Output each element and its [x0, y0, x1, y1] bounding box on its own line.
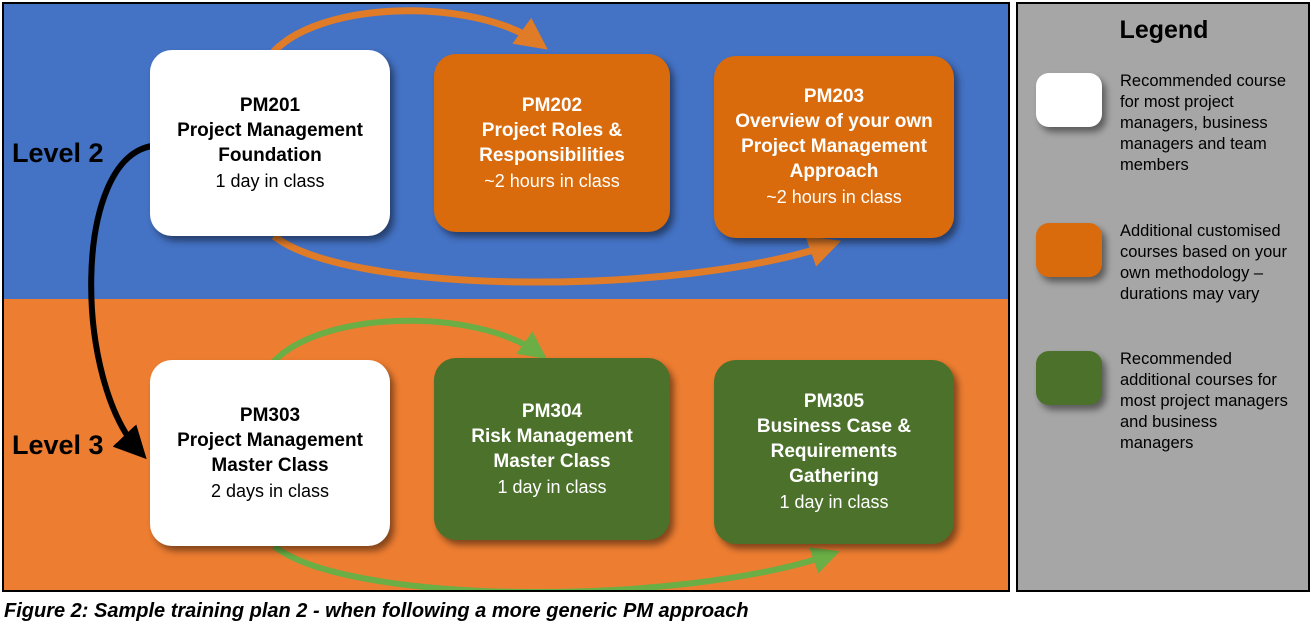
legend-item-text: Additional customised courses based on y… — [1120, 221, 1287, 303]
course-title: Risk Management Master Class — [471, 425, 633, 472]
course-title: Project Roles & Responsibilities — [479, 119, 625, 166]
legend-item-text: Recommended course for most project mana… — [1120, 72, 1286, 175]
course-title: Overview of your own Project Management … — [735, 111, 933, 183]
course-code: PM202 — [521, 94, 583, 116]
level3-label: Level 3 — [12, 430, 104, 460]
course-pm203: PM203 Overview of your own Project Manag… — [714, 56, 954, 238]
training-plan-diagram: Level 2 Level 3 PM201 Project Management… — [2, 2, 1010, 592]
course-duration: ~2 hours in class — [484, 170, 620, 191]
course-duration: 1 day in class — [779, 492, 889, 513]
course-code: PM203 — [803, 85, 865, 107]
course-pm202: PM202 Project Roles & Responsibilities ~… — [434, 54, 670, 232]
course-title: Project Management Foundation — [177, 119, 363, 166]
figure-caption: Figure 2: Sample training plan 2 - when … — [4, 600, 749, 622]
green-course-swatch — [1036, 350, 1102, 405]
legend-panel: Legend Recommended course for most proje… — [1016, 2, 1310, 592]
orange-course-swatch — [1036, 222, 1102, 277]
course-title: Business Case & Requirements Gathering — [756, 416, 912, 488]
course-pm303: PM303 Project Management Master Class 2 … — [150, 360, 390, 546]
legend-item-white: Recommended course for most project mana… — [1036, 71, 1292, 177]
course-pm305: PM305 Business Case & Requirements Gathe… — [714, 360, 954, 544]
legend-item-orange: Additional customised courses based on y… — [1036, 221, 1292, 305]
course-title: Project Management Master Class — [177, 429, 363, 476]
course-pm201: PM201 Project Management Foundation 1 da… — [150, 50, 390, 236]
course-code: PM304 — [521, 400, 583, 422]
legend-title: Legend — [1119, 16, 1209, 44]
white-course-swatch — [1036, 73, 1102, 127]
course-code: PM201 — [239, 94, 301, 116]
course-duration: 1 day in class — [497, 476, 607, 497]
course-code: PM303 — [239, 404, 301, 426]
legend-item-green: Recommended additional courses for most … — [1036, 349, 1292, 455]
course-duration: 1 day in class — [215, 170, 325, 191]
legend-item-text: Recommended additional courses for most … — [1120, 349, 1288, 453]
course-duration: 2 days in class — [210, 480, 330, 501]
course-code: PM305 — [803, 390, 865, 412]
course-pm304: PM304 Risk Management Master Class 1 day… — [434, 358, 670, 540]
course-duration: ~2 hours in class — [766, 187, 902, 208]
level2-label: Level 2 — [12, 138, 104, 168]
